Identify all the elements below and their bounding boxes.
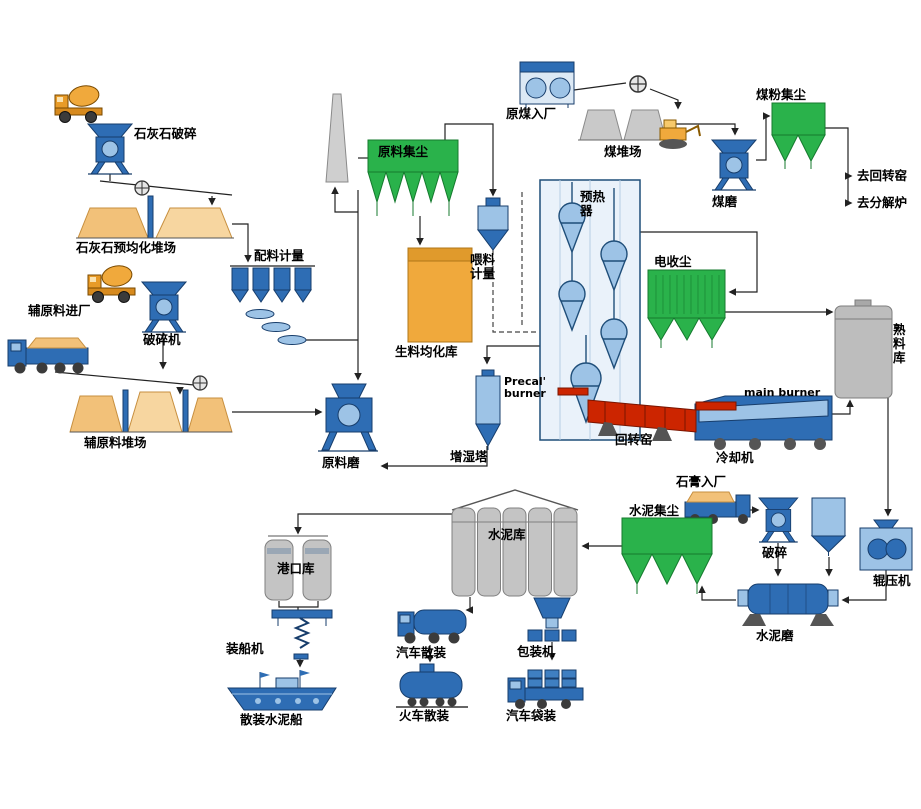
aux-flatbed-truck bbox=[7, 337, 89, 374]
gypsum-crusher bbox=[758, 497, 799, 543]
bulk-cement-ship bbox=[227, 670, 337, 711]
label-rotary-kiln: 回转窑 bbox=[615, 432, 653, 447]
label-gypsum-entry: 石膏入厂 bbox=[676, 474, 727, 489]
rotary-kiln bbox=[587, 399, 697, 441]
label-packing-machine: 包装机 bbox=[517, 644, 555, 659]
label-to-calciner: 去分解炉 bbox=[857, 195, 908, 210]
bag-truck bbox=[507, 669, 584, 709]
label-train-bulk-loading: 火车散装 bbox=[399, 708, 450, 723]
label-aux-material-yard: 辅原料堆场 bbox=[84, 435, 147, 450]
label-gypsum-crusher: 破碎 bbox=[762, 545, 788, 560]
dashed-duct-lines bbox=[492, 192, 537, 333]
label-cooler: 冷却机 bbox=[716, 450, 754, 465]
label-limestone-preblending-yard: 石灰石预均化堆场 bbox=[76, 240, 177, 255]
precalciner-burner-pipe bbox=[557, 387, 589, 396]
label-raw-dust-collector: 原料集尘 bbox=[378, 144, 429, 159]
flow-connectors bbox=[54, 82, 892, 668]
label-coal-yard: 煤堆场 bbox=[604, 144, 642, 159]
coal-dust-collector bbox=[771, 102, 826, 169]
coal-wagon-tippler bbox=[519, 61, 575, 108]
conveyor-pulley bbox=[192, 375, 208, 391]
clinker-hopper bbox=[810, 497, 847, 556]
excavator bbox=[659, 119, 701, 149]
feed-metering-device bbox=[477, 197, 509, 251]
label-limestone-crushing: 石灰石破碎 bbox=[134, 126, 197, 141]
packing-machine bbox=[527, 597, 577, 642]
label-raw-coal-entry: 原煤入厂 bbox=[506, 106, 557, 121]
cement-mill bbox=[737, 583, 839, 626]
conveyor-pulley bbox=[134, 180, 150, 196]
limestone-preblending-yard bbox=[76, 195, 234, 239]
conveyor-pulley bbox=[629, 75, 647, 93]
label-ship-loader: 装船机 bbox=[226, 641, 264, 656]
batching-hoppers bbox=[230, 265, 315, 345]
label-raw-mill: 原料磨 bbox=[322, 455, 360, 470]
cement-silo-group bbox=[451, 489, 579, 597]
label-aux-material-entry: 辅原料进厂 bbox=[28, 303, 91, 318]
label-cement-dust-collector: 水泥集尘 bbox=[629, 503, 680, 518]
chimney bbox=[325, 93, 349, 183]
label-cement-silo: 水泥库 bbox=[488, 527, 526, 542]
main-burner-pipe bbox=[695, 401, 737, 411]
bulk-truck bbox=[397, 609, 467, 644]
clinker-silo bbox=[834, 299, 893, 399]
limestone-crusher bbox=[87, 123, 133, 175]
coal-yard-piles bbox=[578, 109, 668, 141]
electrostatic-precipitator bbox=[647, 269, 726, 348]
label-batching-metering: 配料计量 bbox=[254, 248, 305, 263]
label-preheater: 预热器 bbox=[580, 189, 606, 218]
label-truck-bag-loading: 汽车袋装 bbox=[506, 708, 557, 723]
label-truck-bulk-loading: 汽车散装 bbox=[396, 645, 447, 660]
label-esp: 电收尘 bbox=[654, 254, 692, 269]
gypsum-truck bbox=[684, 491, 751, 524]
mixer-truck-aux bbox=[87, 263, 136, 303]
label-roller-press: 辊压机 bbox=[873, 573, 911, 588]
preheater-tower bbox=[539, 179, 641, 441]
aux-material-yard bbox=[69, 389, 233, 433]
aux-crusher bbox=[141, 281, 187, 333]
coal-mill bbox=[711, 139, 757, 191]
label-humidifying-tower: 增湿塔 bbox=[450, 449, 488, 464]
label-to-rotary-kiln: 去回转窑 bbox=[857, 168, 908, 183]
humidifying-tower bbox=[475, 369, 501, 450]
rail-tank-wagon bbox=[396, 663, 468, 708]
label-cement-mill: 水泥磨 bbox=[756, 628, 794, 643]
label-raw-meal-silo: 生料均化库 bbox=[395, 344, 458, 359]
mixer-truck-limestone bbox=[54, 83, 103, 123]
label-coal-dust-collector: 煤粉集尘 bbox=[756, 87, 807, 102]
label-clinker-silo: 熟料库 bbox=[893, 322, 906, 365]
label-main-burner: main burner bbox=[744, 386, 821, 399]
raw-dust-collector bbox=[367, 139, 459, 216]
label-port-silo: 港口库 bbox=[277, 561, 315, 576]
roller-press bbox=[859, 519, 913, 571]
ship-loader bbox=[271, 609, 333, 660]
port-silo-group bbox=[264, 535, 332, 601]
raw-meal-silo bbox=[407, 247, 473, 343]
label-coal-mill: 煤磨 bbox=[712, 194, 738, 209]
label-precal-burner: Precal' burner bbox=[504, 375, 547, 401]
label-feed-metering: 喂料 计量 bbox=[470, 252, 496, 281]
label-aux-crusher: 破碎机 bbox=[143, 332, 181, 347]
label-bulk-cement-ship: 散装水泥船 bbox=[240, 712, 303, 727]
cement-dust-collector bbox=[621, 517, 713, 594]
raw-mill bbox=[318, 383, 378, 452]
